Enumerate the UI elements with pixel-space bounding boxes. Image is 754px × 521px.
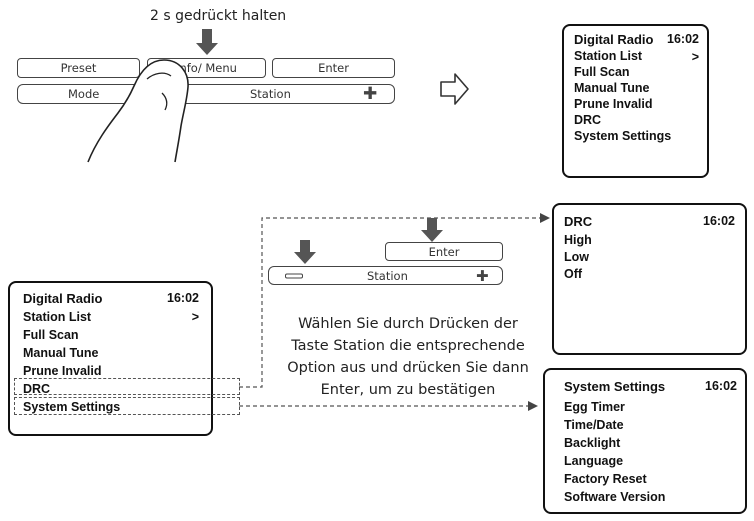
screen-title: System Settings [564, 379, 666, 394]
menu-item-manual-tune[interactable]: Manual Tune [574, 81, 650, 95]
press-arrow-station [294, 240, 316, 264]
plus-icon[interactable]: ✚ [363, 84, 378, 104]
screen-time: 16:02 [667, 32, 699, 46]
menu-item-full-scan[interactable]: Full Scan [23, 328, 79, 342]
connector-drc [239, 217, 540, 388]
highlight-system-settings [14, 397, 240, 415]
station-control[interactable]: Station [250, 87, 291, 101]
menu-item-system-settings[interactable]: System Settings [23, 400, 121, 414]
press-arrow-top [196, 29, 218, 55]
menu-list: Station List Full Scan Manual Tune Prune… [23, 308, 120, 416]
menu-item-drc[interactable]: DRC [23, 382, 51, 396]
menu-item-full-scan[interactable]: Full Scan [574, 65, 630, 79]
system-option-backlight[interactable]: Backlight [564, 436, 621, 450]
drc-option-off[interactable]: Off [564, 267, 583, 281]
menu-item-manual-tune[interactable]: Manual Tune [23, 346, 99, 360]
screen-drc: DRC 16:02 High Low Off [552, 203, 747, 355]
screen-system-settings: System Settings 16:02 Egg Timer Time/Dat… [543, 368, 747, 514]
system-option-factory-reset[interactable]: Factory Reset [564, 472, 647, 486]
instruction-line-2: Taste Station die entsprechende [291, 338, 525, 354]
menu-item-prune-invalid[interactable]: Prune Invalid [23, 364, 102, 378]
menu-item-prune-invalid[interactable]: Prune Invalid [574, 97, 653, 111]
menu-item-station-list[interactable]: Station List [574, 49, 643, 63]
screen-time: 16:02 [167, 291, 199, 305]
plus-icon-mid[interactable]: ✚ [476, 266, 489, 285]
enter-button[interactable]: Enter [272, 58, 395, 78]
drc-option-low[interactable]: Low [564, 250, 589, 264]
menu-list: Station List Full Scan Manual Tune Prune… [574, 48, 671, 144]
drc-option-high[interactable]: High [564, 233, 592, 247]
highlight-drc [14, 378, 240, 395]
screen-digital-radio-top: Digital Radio 16:02 > Station List Full … [562, 24, 709, 178]
chevron-right-icon: > [191, 310, 199, 324]
instruction-line-3: Option aus und drücken Sie dann [287, 360, 529, 376]
press-arrow-enter [421, 218, 443, 242]
mode-button[interactable]: Mode [68, 87, 100, 101]
chevron-right-icon: > [691, 50, 699, 64]
menu-item-station-list[interactable]: Station List [23, 310, 92, 324]
screen-title: DRC [564, 214, 593, 229]
preset-button[interactable]: Preset [17, 58, 140, 78]
screen-digital-radio-left: Digital Radio 16:02 > Station List Full … [8, 281, 213, 436]
screen-time: 16:02 [705, 379, 737, 393]
result-arrow-icon [440, 73, 469, 105]
enter-button-mid[interactable]: Enter [385, 242, 503, 261]
system-option-egg-timer[interactable]: Egg Timer [564, 400, 625, 414]
system-option-software-version[interactable]: Software Version [564, 490, 666, 504]
system-option-time-date[interactable]: Time/Date [564, 418, 624, 432]
screen-title: Digital Radio [574, 32, 654, 47]
hold-hint: 2 s gedrückt halten [150, 8, 287, 24]
station-control-mid[interactable]: Station [367, 268, 408, 283]
connector-drc-arrowhead [540, 213, 550, 223]
screen-title: Digital Radio [23, 291, 103, 306]
info-menu-button[interactable]: Info/ Menu [147, 58, 266, 78]
instruction-text: Wählen Sie durch Drücken der Taste Stati… [258, 313, 558, 401]
instruction-line-4: Enter, um zu bestätigen [320, 382, 496, 398]
mode-station-bar: Mode Station ✚ [17, 84, 395, 104]
instruction-line-1: Wählen Sie durch Drücken der [298, 316, 518, 332]
connector-system-arrowhead [528, 401, 538, 411]
menu-item-system-settings[interactable]: System Settings [574, 129, 672, 143]
minus-icon[interactable] [285, 273, 303, 278]
menu-item-drc[interactable]: DRC [574, 113, 602, 127]
station-bar-mid: Station ✚ [268, 266, 503, 285]
system-option-language[interactable]: Language [564, 454, 624, 468]
system-option-list: Egg Timer Time/Date Backlight Language F… [564, 398, 665, 506]
drc-option-list: High Low Off [564, 232, 592, 283]
screen-time: 16:02 [703, 214, 735, 228]
